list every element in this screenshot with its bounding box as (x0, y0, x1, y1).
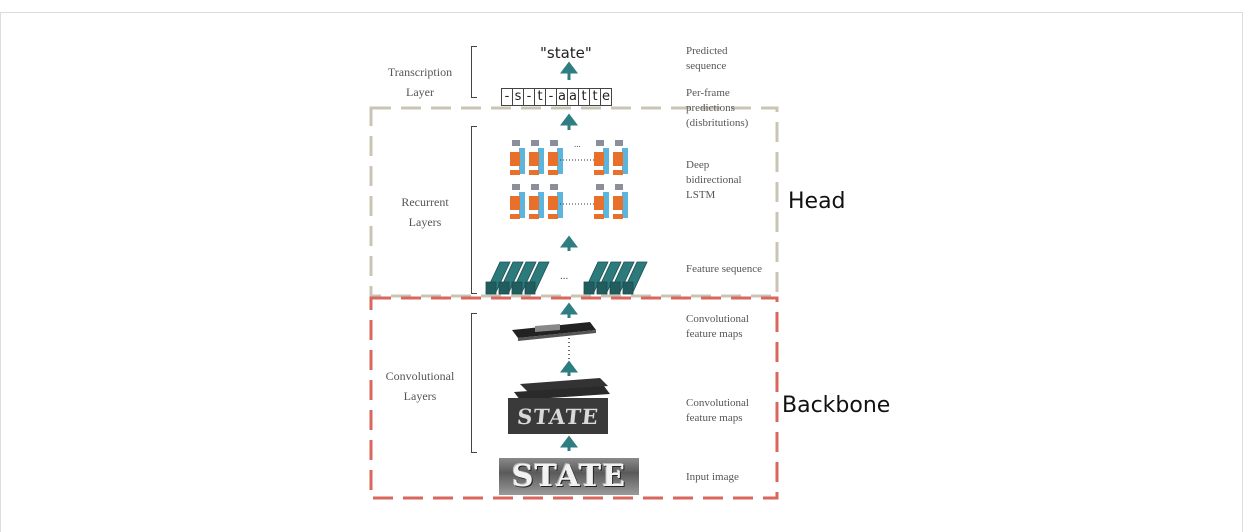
backbone-label: Backbone (782, 393, 890, 418)
conv-maps-top-label: Convolutional feature maps (686, 312, 776, 342)
lstm-cell (529, 152, 539, 166)
lstm-output-node (596, 184, 604, 190)
feature-ellipsis: ... (560, 270, 568, 282)
feature-block-face (512, 282, 522, 294)
feature-block-face (499, 282, 509, 294)
lstm-cell (594, 152, 604, 166)
feature-block-face (610, 282, 620, 294)
lstm-cell (510, 196, 520, 210)
lstm-grid: ... (510, 139, 628, 219)
input-image-text: STATE (512, 459, 626, 494)
lstm-cell (529, 196, 539, 210)
lstm-output-node (550, 140, 558, 146)
head-label: Head (788, 189, 846, 214)
lstm-output-node (596, 140, 604, 146)
feature-block-face (584, 282, 594, 294)
feature-block-face (525, 282, 535, 294)
lstm-cell (548, 152, 558, 166)
lstm-output-node (550, 184, 558, 190)
feature-block-face (623, 282, 633, 294)
feature-block-face (597, 282, 607, 294)
lstm-cell-base (548, 214, 558, 219)
lstm-cell (548, 196, 558, 210)
input-image-label: Input image (686, 470, 766, 485)
lstm-cell (613, 152, 623, 166)
lstm-cell-base (529, 170, 539, 175)
predicted-sequence-label: Predicted sequence (686, 44, 766, 74)
lstm-output-node (615, 184, 623, 190)
lstm-output-node (615, 140, 623, 146)
lstm-cell-base (548, 170, 558, 175)
lstm-cell-base (529, 214, 539, 219)
feature-block-face (486, 282, 496, 294)
lstm-cell-base (594, 170, 604, 175)
lstm-cell (613, 196, 623, 210)
lstm-ellipsis: ... (574, 139, 581, 149)
lstm-cell-base (594, 214, 604, 219)
lstm-cell-base (613, 170, 623, 175)
input-image: STATE (499, 458, 639, 495)
lstm-cell (510, 152, 520, 166)
conv-feature-map-top (512, 322, 596, 341)
lstm-output-node (531, 184, 539, 190)
lstm-cell-base (613, 214, 623, 219)
lstm-cell (594, 196, 604, 210)
conv-maps-mid-label: Convolutional feature maps (686, 396, 776, 426)
lstm-cell-base (510, 214, 520, 219)
lstm-cell-base (510, 170, 520, 175)
per-frame-label: Per-frame predictions (disbritutions) (686, 86, 776, 131)
feature-sequence-label: Feature sequence (686, 262, 766, 277)
lstm-output-node (512, 140, 520, 146)
lstm-label: Deep bidirectional LSTM (686, 158, 766, 203)
lstm-output-node (531, 140, 539, 146)
lstm-output-node (512, 184, 520, 190)
conv-map-word: STATE (511, 404, 606, 430)
